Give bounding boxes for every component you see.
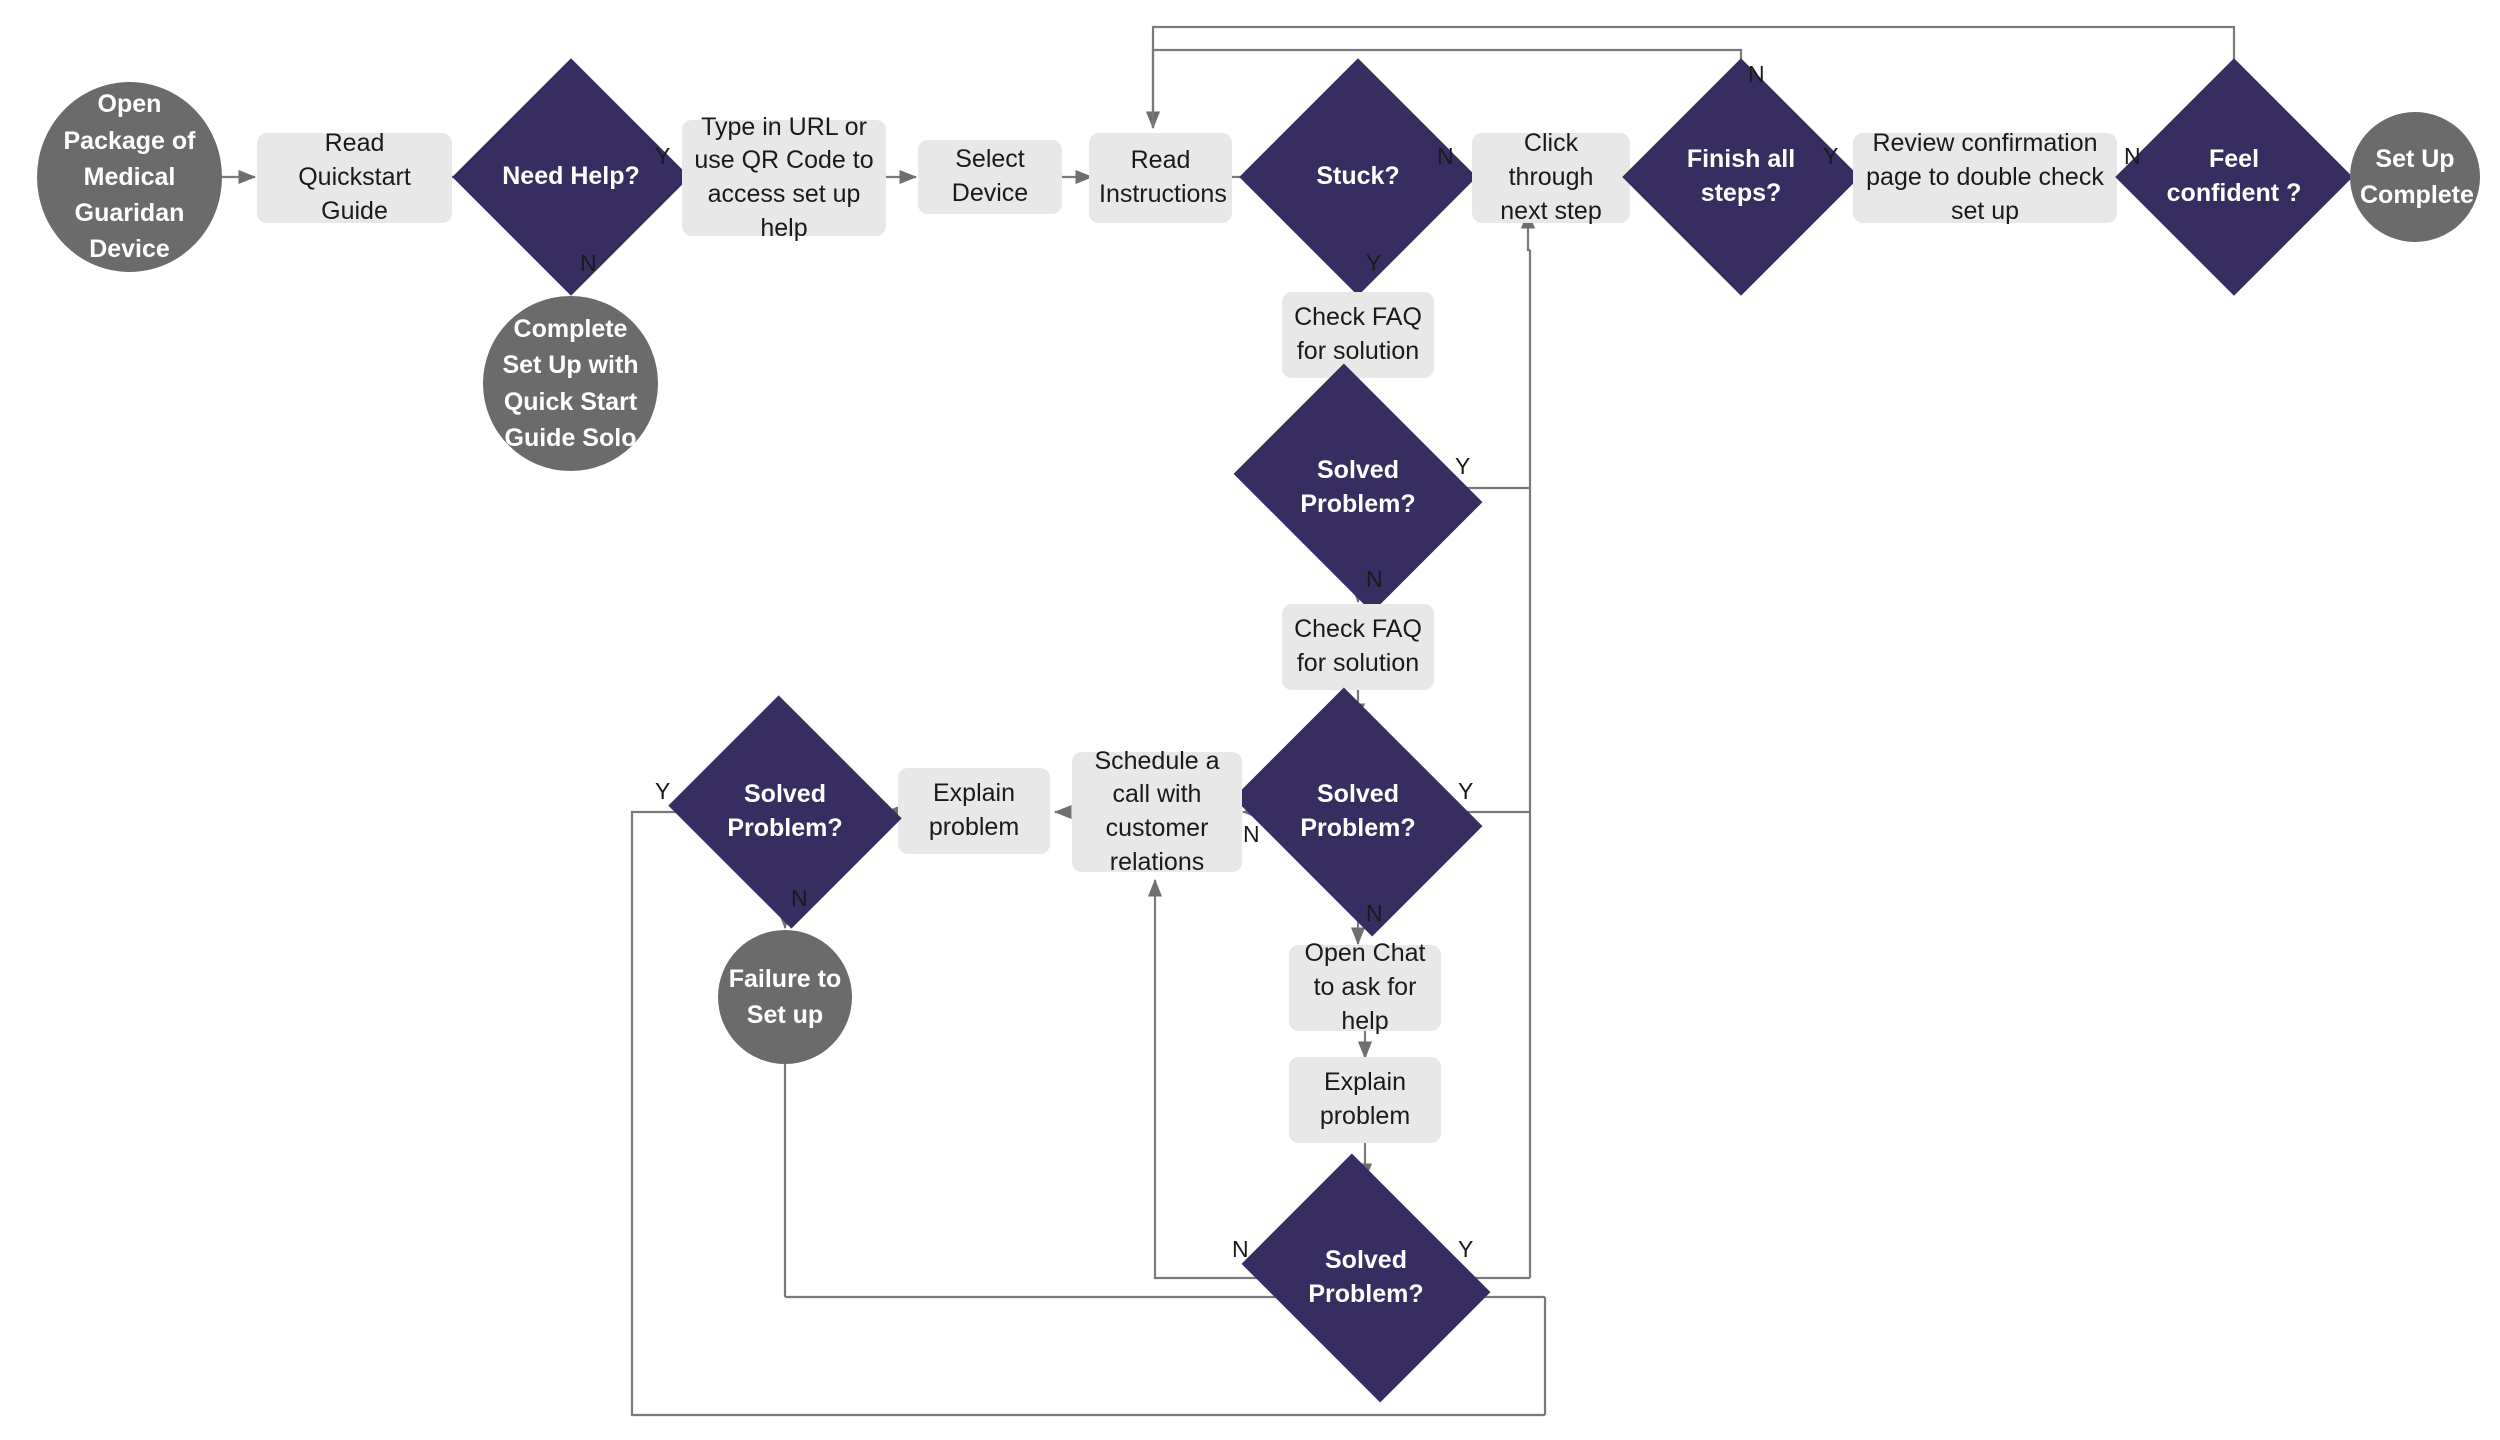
node-label: Open Chat to ask for help	[1304, 939, 1426, 1035]
node-check-faq-2[interactable]: Check FAQ for solution	[1282, 604, 1434, 690]
edge-label-solved3-no: N	[791, 885, 808, 911]
node-label: Read Instructions	[1099, 146, 1227, 208]
node-review-confirmation[interactable]: Review confirmation page to double check…	[1853, 129, 2117, 225]
edge-label-solved2-yes: Y	[1458, 778, 1474, 804]
edge-label-solved4-no: N	[1232, 1236, 1249, 1262]
node-label: Type in URL or use QR Code to access set…	[694, 112, 874, 242]
edge-label-needhelp-yes: Y	[655, 143, 671, 169]
node-label: Review confirmation page to double check…	[1866, 129, 2104, 225]
edge-label-solved1-yes: Y	[1455, 453, 1471, 479]
node-label: Select Device	[951, 145, 1029, 207]
node-setup-complete[interactable]: Set Up Complete	[2350, 112, 2480, 242]
edge-label-finish-yes: Y	[1823, 143, 1839, 169]
node-label: Solved Problem?	[1300, 456, 1416, 518]
node-stuck[interactable]: Stuck?	[1239, 58, 1477, 296]
node-label: Finish all steps?	[1686, 145, 1796, 207]
node-solved-problem-3[interactable]: Solved Problem?	[668, 695, 902, 929]
node-failure-to-setup[interactable]: Failure to Set up	[718, 930, 852, 1064]
node-feel-confident[interactable]: Feel confident ?	[2115, 58, 2353, 296]
node-open-package[interactable]: Open Package of Medical Guaridan Device	[37, 82, 222, 272]
edge-trunk-to-clicknext	[1528, 212, 1530, 1278]
node-label: Check FAQ for solution	[1294, 615, 1422, 677]
node-label: Click through next step	[1500, 129, 1602, 225]
node-label: Explain problem	[928, 779, 1020, 841]
node-label: Schedule a call with customer relations	[1094, 746, 1220, 876]
edge-label-confident-no: N	[2124, 143, 2141, 169]
edge-label-solved1-no: N	[1366, 566, 1383, 592]
node-label: Open Package of Medical Guaridan Device	[63, 90, 196, 264]
node-read-quickstart[interactable]: Read Quickstart Guide	[257, 129, 452, 225]
node-click-next-step[interactable]: Click through next step	[1472, 129, 1630, 225]
node-complete-solo[interactable]: Complete Set Up with Quick Start Guide S…	[483, 296, 658, 471]
node-open-chat[interactable]: Open Chat to ask for help	[1289, 939, 1441, 1035]
node-read-instructions[interactable]: Read Instructions	[1089, 133, 1232, 223]
edge-label-solved3-yes: Y	[655, 778, 671, 804]
node-check-faq-1[interactable]: Check FAQ for solution	[1282, 292, 1434, 378]
node-label: Set Up Complete	[2360, 144, 2474, 209]
edge-label-solved2-no-down: N	[1366, 900, 1383, 926]
node-solved-problem-1[interactable]: Solved Problem?	[1233, 363, 1483, 613]
node-label: Read Quickstart Guide	[298, 129, 411, 225]
node-type-url[interactable]: Type in URL or use QR Code to access set…	[682, 113, 886, 242]
node-finish-all-steps[interactable]: Finish all steps?	[1622, 58, 1860, 296]
node-label: Solved Problem?	[1308, 1246, 1424, 1308]
node-explain-problem-1[interactable]: Explain problem	[898, 768, 1050, 854]
node-label: Failure to Set up	[728, 964, 842, 1029]
edge-label-finish-no: N	[1748, 61, 1765, 87]
node-select-device[interactable]: Select Device	[918, 140, 1062, 214]
edge-label-solved2-no-left: N	[1243, 821, 1260, 847]
edge-solved4-no	[1147, 878, 1267, 1280]
node-need-help[interactable]: Need Help?	[452, 58, 690, 296]
node-solved-problem-2[interactable]: Solved Problem?	[1233, 687, 1483, 937]
node-label: Check FAQ for solution	[1294, 303, 1422, 365]
edge-label-stuck-no: N	[1437, 143, 1454, 169]
node-label: Solved Problem?	[1300, 780, 1416, 842]
edge-finish-no	[1145, 48, 1743, 130]
edge-label-stuck-yes: Y	[1366, 250, 1382, 276]
edge-label-solved4-yes: Y	[1458, 1236, 1474, 1262]
edge-label-needhelp-no: N	[580, 250, 597, 276]
node-schedule-call[interactable]: Schedule a call with customer relations	[1072, 747, 1242, 876]
node-label: Need Help?	[502, 162, 640, 191]
node-solved-problem-4[interactable]: Solved Problem?	[1241, 1153, 1491, 1403]
node-label: Complete Set Up with Quick Start Guide S…	[502, 315, 639, 452]
node-explain-problem-2[interactable]: Explain problem	[1289, 1057, 1441, 1143]
node-label: Solved Problem?	[727, 780, 843, 842]
node-label: Explain problem	[1319, 1068, 1411, 1130]
node-label: Feel confident ?	[2166, 145, 2302, 207]
node-label: Stuck?	[1316, 162, 1400, 191]
